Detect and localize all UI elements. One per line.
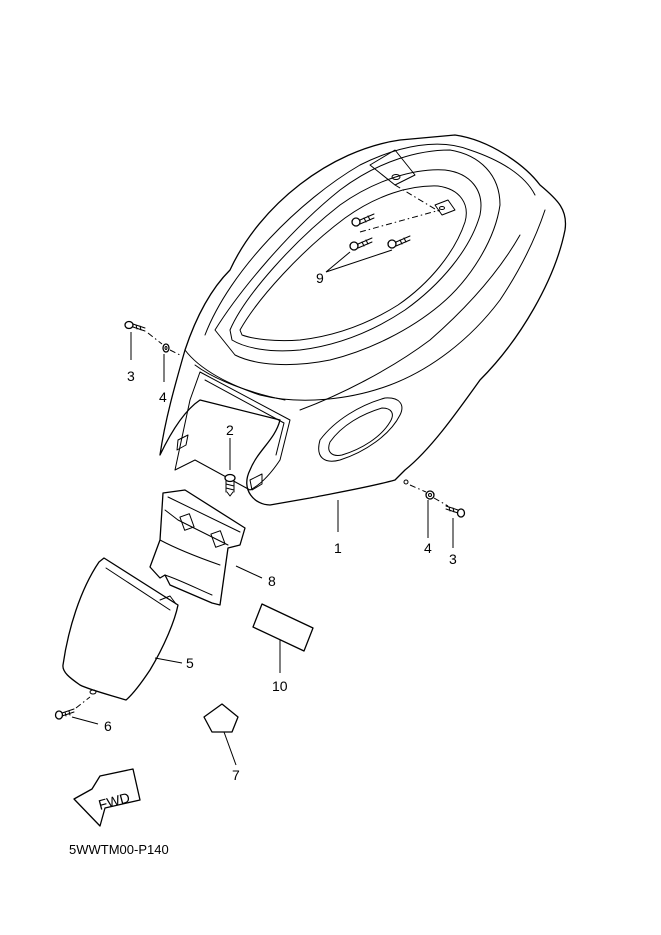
part-4-washer-left [147, 332, 183, 382]
part-10-label [252, 603, 314, 673]
callout-6: 6 [104, 718, 112, 734]
callout-1: 1 [334, 540, 342, 556]
callout-7: 7 [232, 767, 240, 783]
part-9-screws [325, 213, 411, 273]
part-6-screw [54, 696, 99, 725]
callout-5: 5 [186, 655, 194, 671]
part-4-washer-right [409, 484, 449, 538]
screw-9a [351, 213, 375, 227]
screw-9c [387, 235, 411, 249]
callout-4-left: 4 [159, 389, 167, 405]
fwd-label: FWD [97, 789, 132, 813]
part-8-inner-panel [149, 489, 263, 606]
callout-4-right: 4 [424, 540, 432, 556]
part-3-bolt-right [445, 505, 466, 548]
part-2-screw [224, 438, 236, 497]
callout-8: 8 [268, 573, 276, 589]
callout-9: 9 [316, 270, 324, 286]
fwd-direction-arrow: FWD [73, 768, 141, 827]
part-3-bolt-left [124, 320, 146, 360]
part-5-front-lid [62, 557, 183, 701]
reference-code: 5WWTM00-P140 [69, 842, 169, 857]
callout-10: 10 [272, 678, 288, 694]
callout-3-left: 3 [127, 368, 135, 384]
callout-2: 2 [226, 422, 234, 438]
part-7-label [203, 703, 239, 766]
part-1-body-cover [159, 134, 567, 506]
callout-3-right: 3 [449, 551, 457, 567]
screw-9b [349, 237, 373, 251]
